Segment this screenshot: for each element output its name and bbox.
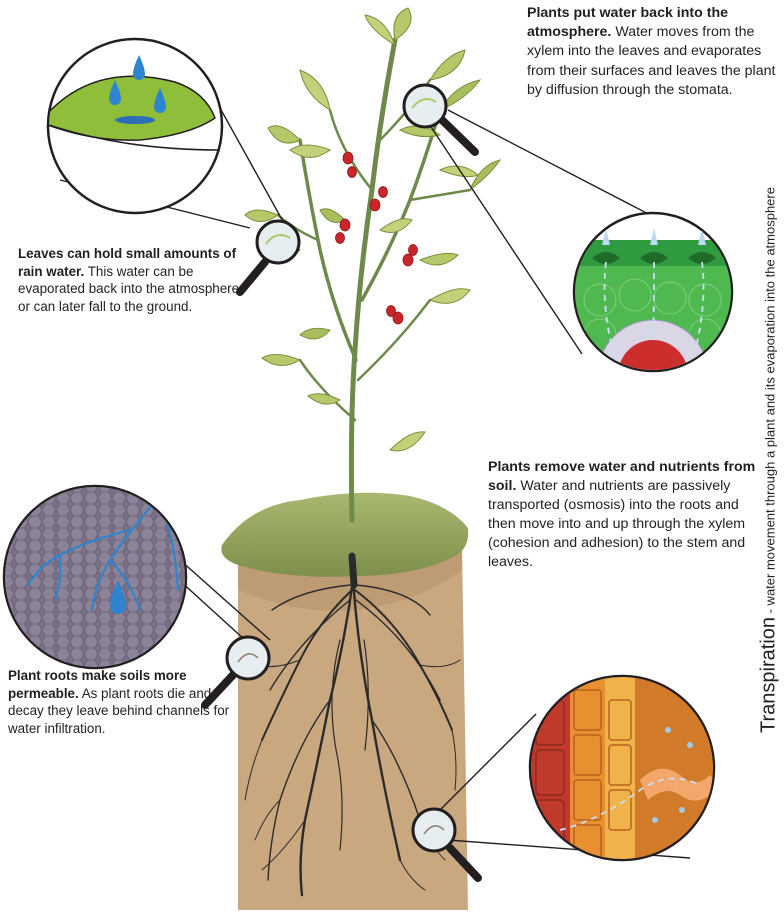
soil-note: Plants remove water and nutrients from s… — [488, 458, 758, 572]
plant-berries — [336, 152, 418, 324]
zoom-root-channels — [0, 480, 200, 680]
zoom-xylem — [530, 676, 725, 865]
side-title: Transpiration - water movement through a… — [758, 160, 781, 760]
side-title-term: Transpiration — [758, 617, 780, 733]
side-title-definition: - water movement through a plant and its… — [763, 187, 778, 617]
zoom-stomata — [570, 213, 740, 430]
roots-note: Plant roots make soils more permeable. A… — [8, 667, 234, 737]
rain-note: Leaves can hold small amounts of rain wa… — [18, 245, 250, 315]
atmosphere-note: Plants put water back into the atmospher… — [527, 4, 777, 100]
zoom-leaf-raindrops — [40, 39, 222, 213]
soil-note-body: Water and nutrients are passively transp… — [488, 478, 745, 570]
